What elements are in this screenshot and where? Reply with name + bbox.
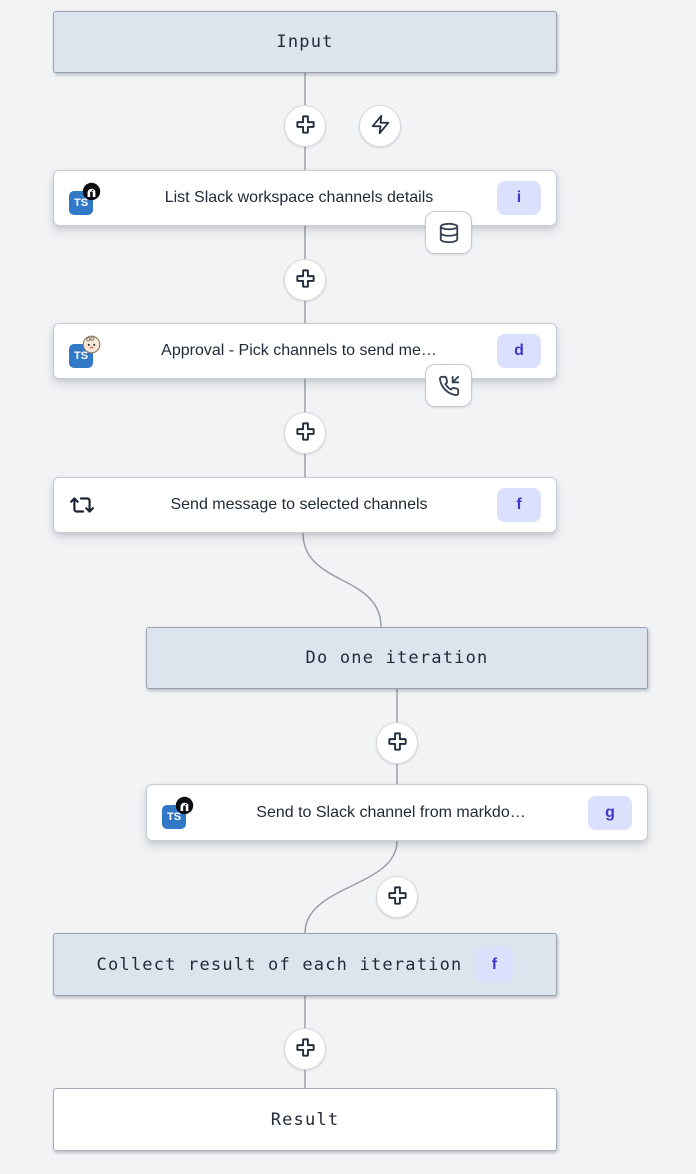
step-label: Send message to selected channels bbox=[170, 496, 428, 513]
step-id-badge: g bbox=[588, 795, 632, 830]
step-node-approval-pick-channels[interactable]: TS Approval - Pick channels to send me… … bbox=[53, 323, 557, 379]
typescript-deno-icon: TS bbox=[162, 796, 194, 829]
typescript-bun-icon: TS bbox=[69, 335, 101, 368]
bun-icon bbox=[82, 335, 101, 353]
plus-icon bbox=[294, 267, 317, 293]
database-icon bbox=[425, 211, 472, 254]
add-trigger-button[interactable] bbox=[359, 105, 401, 147]
result-node-label: Result bbox=[270, 1109, 340, 1130]
do-one-iteration-node[interactable]: Do one iteration bbox=[146, 627, 648, 689]
plus-icon bbox=[294, 1036, 317, 1062]
insert-step-button-3[interactable] bbox=[284, 412, 326, 454]
input-node[interactable]: Input bbox=[53, 11, 557, 73]
typescript-icon: TS bbox=[162, 805, 186, 829]
step-id-badge: i bbox=[497, 181, 541, 215]
step-node-send-to-slack-channel[interactable]: TS Send to Slack channel from markdo… g bbox=[146, 784, 648, 841]
plus-icon bbox=[386, 884, 409, 910]
collect-result-node[interactable]: Collect result of each iteration f bbox=[53, 933, 557, 996]
result-node[interactable]: Result bbox=[53, 1088, 557, 1151]
step-node-forloop-send-message[interactable]: Send message to selected channels f bbox=[53, 477, 557, 533]
do-one-iteration-label: Do one iteration bbox=[305, 648, 489, 668]
repeat-icon bbox=[69, 492, 101, 518]
plus-icon bbox=[386, 730, 409, 756]
input-node-label: Input bbox=[276, 32, 334, 52]
phone-incoming-icon bbox=[425, 364, 472, 407]
edge-forloop-to-iteration bbox=[302, 532, 382, 628]
step-node-list-slack-channels[interactable]: TS List Slack workspace channels details… bbox=[53, 170, 557, 226]
insert-step-button-2[interactable] bbox=[284, 259, 326, 301]
plus-icon bbox=[294, 420, 317, 446]
step-id-badge: f bbox=[497, 488, 541, 522]
step-id-badge: d bbox=[497, 334, 541, 368]
insert-step-button-1[interactable] bbox=[284, 105, 326, 147]
insert-step-button-5[interactable] bbox=[376, 876, 418, 918]
step-label: List Slack workspace channels details bbox=[164, 189, 434, 206]
edge-send-to-collect bbox=[304, 840, 398, 934]
deno-icon bbox=[175, 796, 194, 815]
insert-step-button-4[interactable] bbox=[376, 722, 418, 764]
step-label: Send to Slack channel from markdo… bbox=[256, 803, 526, 821]
step-label: Approval - Pick channels to send me… bbox=[161, 342, 437, 359]
plus-icon bbox=[294, 113, 317, 139]
deno-icon bbox=[82, 182, 101, 200]
insert-step-button-6[interactable] bbox=[284, 1028, 326, 1070]
zap-icon bbox=[370, 114, 391, 138]
typescript-deno-icon: TS bbox=[69, 182, 101, 215]
step-id-badge: f bbox=[475, 946, 514, 983]
collect-result-label: Collect result of each iteration bbox=[96, 954, 463, 975]
